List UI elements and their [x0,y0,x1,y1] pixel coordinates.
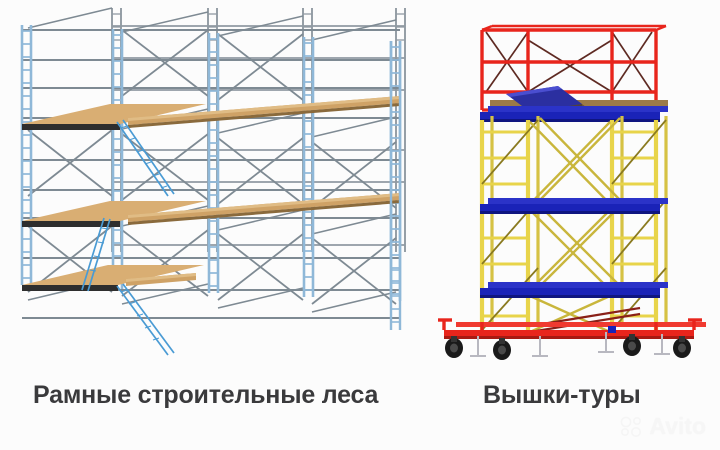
caption-frame-scaffolding: Рамные строительные леса [33,381,379,409]
mobile-tower-illustration [430,0,720,365]
guardrail-section [480,24,667,112]
tower-base [438,306,706,339]
avito-watermark: Avito [619,415,706,438]
tower-wheels [445,334,691,360]
avito-watermark-text: Avito [649,413,706,439]
blue-brace-row-1 [480,106,668,122]
avito-dots-logo-icon [620,416,642,437]
frame-scaffolding-illustration [0,0,430,365]
right-end-frame [389,41,402,330]
caption-mobile-tower: Вышки-туры [483,381,641,409]
access-ladders [81,119,175,356]
scaffold-planks [22,96,400,291]
mobile-tower-svg [438,24,706,360]
cross-braces [27,29,397,305]
plank-level-1 [22,96,400,130]
center-cross-braces [529,117,621,334]
plank-level-2 [22,193,400,227]
plank-level-3 [22,265,204,291]
stabilizer-feet [470,332,670,357]
blue-brace-row-2 [480,198,668,214]
frame-scaffolding-svg [20,7,406,356]
vertical-frames [20,23,402,303]
blue-brace-row-3 [480,282,668,298]
